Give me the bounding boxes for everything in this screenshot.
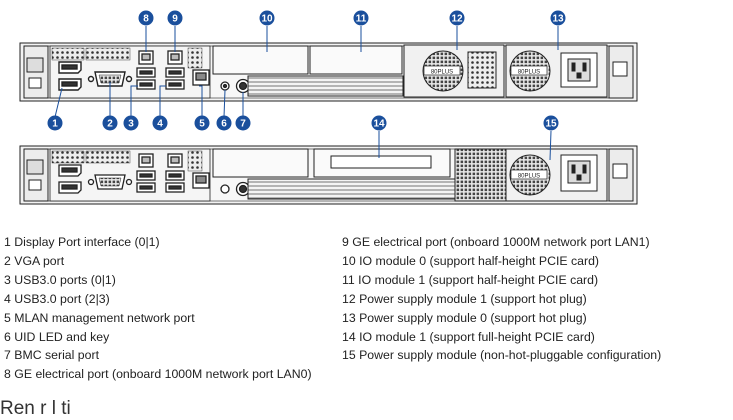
legend-item: 13 Power supply module 0 (support hot pl… [342,310,587,325]
legend-item: 8 GE electrical port (onboard 1000M netw… [4,367,312,382]
callout-12: 12 [449,10,465,26]
legend-item: 4 USB3.0 port (2|3) [4,291,110,306]
io-module-1-full-height [212,148,459,200]
bmc-serial-port [235,78,251,94]
callout-10: 10 [259,10,275,26]
display-port-0 [58,61,82,74]
svg-text:11: 11 [356,14,367,25]
legend-item: 5 MLAN management network port [4,310,195,325]
power-supply-1: 80PLUS [403,44,505,98]
io-module-1-half-height [309,45,403,75]
svg-text:4: 4 [157,119,163,130]
ge-port-lan1 [167,50,183,65]
callout-11: 11 [353,10,369,26]
psu-label: 80PLUS [518,174,540,180]
legend-item: 7 BMC serial port [4,348,99,363]
psu-1-label: 80PLUS [431,70,453,76]
svg-text:6: 6 [221,119,227,130]
power-supply-non-hot-plug: 80PLUS [454,148,608,202]
legend-item: 3 USB3.0 ports (0|1) [4,272,116,287]
svg-text:7: 7 [240,119,246,130]
usb-ports-2-3 [165,67,185,90]
callout-4: 4 [152,115,168,131]
svg-text:3: 3 [128,119,134,130]
callout-9: 9 [167,10,183,26]
svg-text:10: 10 [261,14,273,25]
section-heading: Ren r l ti [0,398,71,419]
vga-port [87,71,133,87]
legend-item: 6 UID LED and key [4,329,110,344]
usb-ports-0-1 [136,67,156,90]
callout-13: 13 [550,10,566,26]
legend-right-column: 9 GE electrical port (onboard 1000M netw… [342,233,661,365]
callout-badges: 8 9 10 11 12 13 1 2 3 4 5 6 7 14 15 [47,10,566,131]
display-port-1 [58,78,82,91]
leader-lines [54,26,559,161]
callout-14: 14 [371,115,387,131]
power-supply-0: 80PLUS [505,44,608,98]
svg-text:8: 8 [143,14,149,25]
legend-item: 9 GE electrical port (onboard 1000M netw… [342,235,650,249]
callout-7: 7 [235,115,251,131]
svg-text:15: 15 [545,119,557,130]
svg-text:13: 13 [552,14,564,25]
svg-text:2: 2 [107,119,113,130]
legend-item: 12 Power supply module 1 (support hot pl… [342,291,587,306]
callout-8: 8 [138,10,154,26]
ge-port-lan0 [138,50,154,65]
legend-item: 14 IO module 1 (support full-height PCIE… [342,329,595,344]
callout-2: 2 [102,115,118,131]
legend-item: 10 IO module 0 (support half-height PCIE… [342,253,599,268]
callout-15: 15 [543,115,559,131]
mlan-port [192,69,210,86]
io-module-0-half-height [212,45,404,97]
callout-5: 5 [194,115,210,131]
svg-text:5: 5 [199,119,205,130]
svg-text:1: 1 [52,119,58,130]
svg-text:14: 14 [373,119,385,130]
legend-item: 11 IO module 1 (support half-height PCIE… [342,272,599,287]
callout-3: 3 [123,115,139,131]
server-rear-panel-diagram: 80PLUS 80PLUS [19,10,638,205]
svg-text:12: 12 [451,14,463,25]
bottom-ports [58,153,251,197]
legend-item: 15 Power supply module (non-hot-pluggabl… [342,348,662,363]
legend-item: 1 Display Port interface (0|1) [4,235,160,249]
uid-led-key [220,81,230,91]
legend-left-column: 1 Display Port interface (0|1) 2 VGA por… [4,233,312,384]
callout-1: 1 [47,115,63,131]
psu-0-label: 80PLUS [518,70,540,76]
callout-6: 6 [216,115,232,131]
svg-text:9: 9 [172,14,178,25]
legend-item: 2 VGA port [4,253,65,268]
